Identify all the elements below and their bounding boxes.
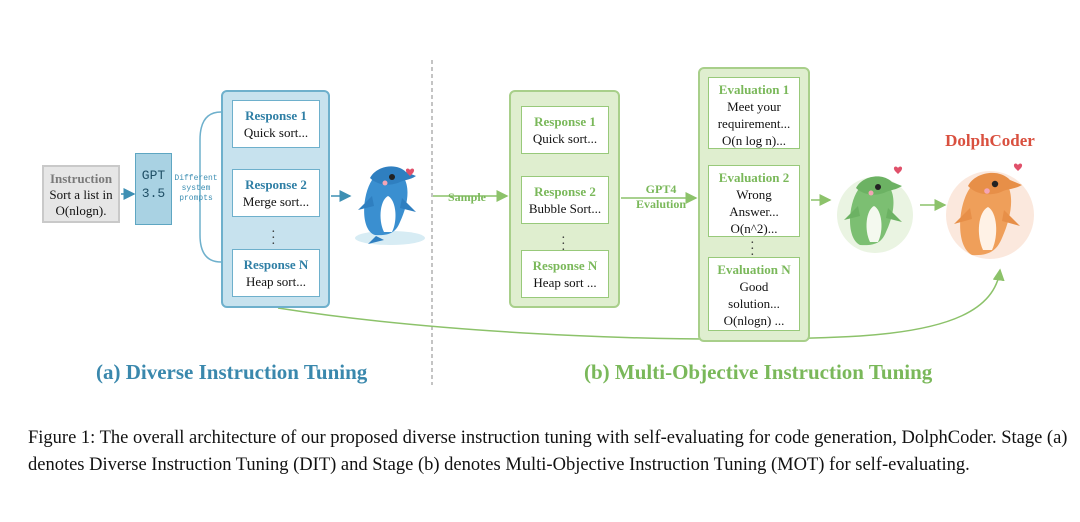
different-prompts-label: Different system prompts	[171, 174, 221, 204]
different-prompts-line3: prompts	[179, 194, 213, 203]
evaluation-line: Wrong	[736, 187, 772, 202]
response-box: Response N Heap sort ...	[521, 250, 609, 298]
gpt35-box: GPT 3.5	[135, 153, 172, 225]
prompts-bracket	[199, 111, 222, 263]
response-title: Response 2	[245, 177, 307, 192]
different-prompts-line1: Different	[174, 174, 218, 183]
evaluation-title: Evaluation N	[717, 262, 791, 277]
long-curve-arrow	[277, 268, 1005, 340]
evaluations-panel: Evaluation 1 Meet your requirement... O(…	[698, 67, 810, 342]
response-text: Quick sort...	[243, 125, 309, 140]
response-text: Heap sort ...	[533, 275, 597, 290]
dolphcoder-label: DolphCoder	[945, 131, 1035, 150]
response-text: Merge sort...	[242, 194, 310, 209]
diverse-responses-panel: Response 1 Quick sort... Response 2 Merg…	[221, 90, 330, 308]
gpt35-line1: GPT	[141, 168, 166, 183]
evaluation-box: Evaluation 1 Meet your requirement... O(…	[708, 77, 800, 149]
response-title: Response 1	[245, 108, 307, 123]
evaluation-box: Evaluation 2 Wrong Answer... O(n^2)...	[708, 165, 800, 237]
ellipsis-vertical: ···	[271, 225, 276, 252]
dolphcoder-dolphin-icon	[946, 163, 1034, 259]
evaluation-line: O(nlogn) ...	[723, 313, 785, 328]
response-box: Response 2 Bubble Sort...	[521, 176, 609, 224]
gpt4-evaluation-label: GPT4 Evalution	[629, 182, 693, 212]
stage-a-title: (a) Diverse Instruction Tuning	[96, 360, 368, 384]
response-title: Response 1	[534, 114, 596, 129]
response-box: Response 1 Quick sort...	[232, 100, 320, 148]
response-text: Bubble Sort...	[528, 201, 602, 216]
evaluation-line: Meet your	[727, 99, 781, 114]
evaluation-line: O(n^2)...	[730, 221, 778, 236]
instruction-heading: Instruction	[49, 171, 113, 186]
response-title: Response N	[243, 257, 309, 272]
evaluation-title: Evaluation 2	[718, 170, 790, 185]
evaluation-line: O(n log n)...	[722, 133, 786, 148]
green-dolphin-icon	[837, 166, 913, 253]
response-box: Response N Heap sort...	[232, 249, 320, 297]
sample-label: Sample	[448, 190, 487, 204]
gpt35-line2: 3.5	[141, 186, 166, 201]
blue-dolphin-icon	[355, 166, 425, 245]
ellipsis-vertical: ···	[750, 236, 755, 263]
response-title: Response 2	[534, 184, 596, 199]
gpt4-line2: Evalution	[635, 197, 686, 211]
response-box: Response 2 Merge sort...	[232, 169, 320, 217]
response-text: Quick sort...	[532, 131, 598, 146]
response-box: Response 1 Quick sort...	[521, 106, 609, 154]
sampled-responses-panel: Response 1 Quick sort... Response 2 Bubb…	[509, 90, 620, 308]
instruction-line1: Sort a list in	[49, 187, 113, 202]
evaluation-title: Evaluation 1	[718, 82, 790, 97]
response-title: Response N	[532, 258, 598, 273]
instruction-line2: O(nlogn).	[55, 203, 107, 218]
instruction-box: Instruction Sort a list in O(nlogn).	[42, 165, 120, 223]
evaluation-line: requirement...	[717, 116, 791, 131]
figure-caption: Figure 1: The overall architecture of ou…	[28, 428, 1068, 475]
evaluation-line: Answer...	[729, 204, 779, 219]
gpt4-line1: GPT4	[645, 182, 677, 196]
evaluation-line: Good	[739, 279, 769, 294]
different-prompts-line2: system	[181, 184, 211, 193]
evaluation-box: Evaluation N Good solution... O(nlogn) .…	[708, 257, 800, 331]
stage-b-title: (b) Multi-Objective Instruction Tuning	[584, 360, 933, 384]
response-text: Heap sort...	[246, 274, 306, 289]
evaluation-line: solution...	[728, 296, 780, 311]
